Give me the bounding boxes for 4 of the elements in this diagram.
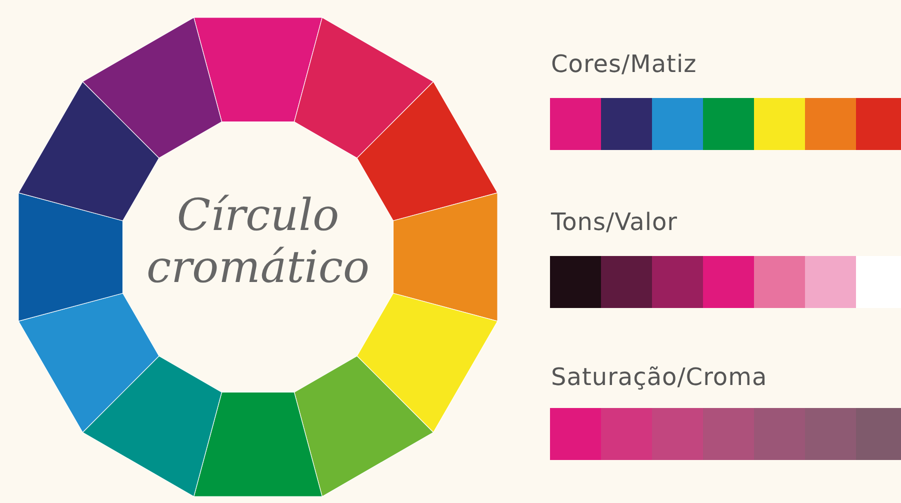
row-heading: Saturação/Croma: [551, 363, 768, 391]
wheel-title: Círculo cromático: [145, 190, 370, 294]
row-heading: Cores/Matiz: [551, 50, 697, 78]
row-heading: Tons/Valor: [551, 208, 678, 236]
